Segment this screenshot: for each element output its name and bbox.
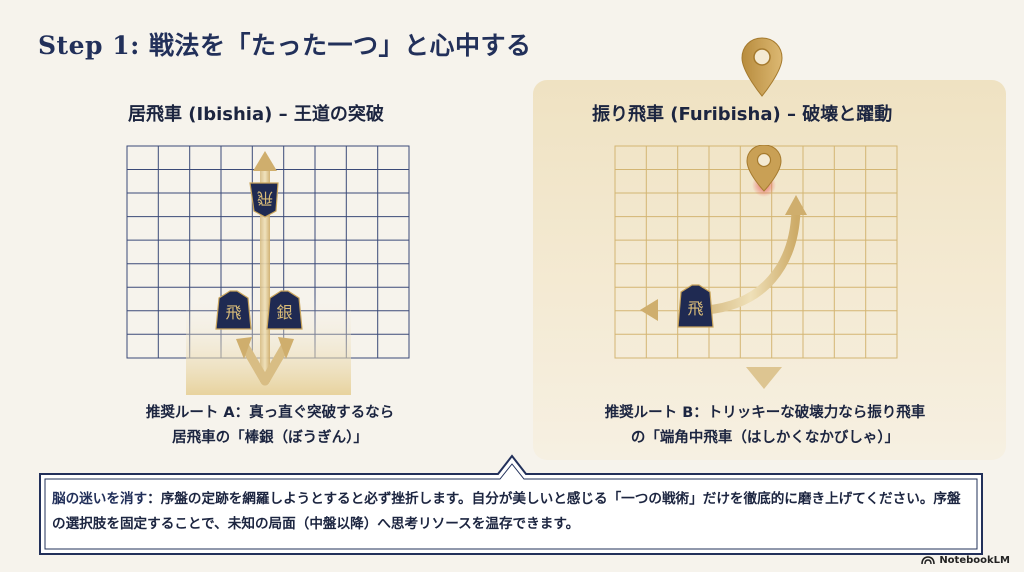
ibisha-caption: 推奨ルート A：真っ直ぐ突破するなら 居飛車の「棒銀（ぼうぎん）」 <box>120 401 420 451</box>
brand-logo: NotebookLM <box>921 555 1010 566</box>
ibisha-subtitle: 居飛車 (Ibishia) – 王道の突破 <box>128 104 384 125</box>
svg-text:飛: 飛 <box>687 299 703 318</box>
furibisha-board: 飛 <box>614 145 898 389</box>
furibisha-highlight-panel <box>533 80 1006 460</box>
shogi-piece-hisha: 飛 <box>677 284 714 328</box>
callout-body: ：序盤の定跡を網羅しようとすると必ず挫折します。自分が美しいと感じる「一つの戦術… <box>52 491 961 532</box>
svg-text:飛: 飛 <box>225 303 241 322</box>
caption-line: 推奨ルート A：真っ直ぐ突破するなら <box>145 405 395 421</box>
svg-text:銀: 銀 <box>276 303 292 322</box>
furibisha-subtitle: 振り飛車 (Furibisha) – 破壊と躍動 <box>592 104 893 125</box>
swing-arrow <box>640 195 807 389</box>
callout-text: 脳の迷いを消す：序盤の定跡を網羅しようとすると必ず挫折します。自分が美しいと感じ… <box>52 487 972 537</box>
ibisha-board: 飛 飛 銀 <box>126 145 410 395</box>
caption-line: 居飛車の「棒銀（ぼうぎん）」 <box>172 430 368 446</box>
advance-arrow <box>236 151 294 386</box>
page-title: Step 1: 戦法を「たった一つ」と心中する <box>38 31 532 60</box>
shogi-piece-hisha: 飛 <box>215 290 252 330</box>
caption-line: の「端角中飛車（はしかくなかびしゃ）」 <box>630 430 900 446</box>
shogi-piece-gin: 銀 <box>266 290 303 330</box>
callout-highlight: 脳の迷いを消す <box>52 491 148 507</box>
brand-name: NotebookLM <box>939 555 1010 566</box>
target-pin-icon <box>746 145 782 192</box>
callout-frame <box>39 454 983 555</box>
furibisha-caption: 推奨ルート B：トリッキーな破壊力なら振り飛車 の「端角中飛車（はしかくなかびし… <box>560 401 970 451</box>
notebooklm-icon <box>921 556 936 565</box>
shogi-piece-hisha-advanced: 飛 <box>249 182 279 218</box>
caption-line: 推奨ルート B：トリッキーな破壊力なら振り飛車 <box>604 405 926 421</box>
map-pin-icon <box>741 37 783 97</box>
svg-text:飛: 飛 <box>257 189 273 208</box>
